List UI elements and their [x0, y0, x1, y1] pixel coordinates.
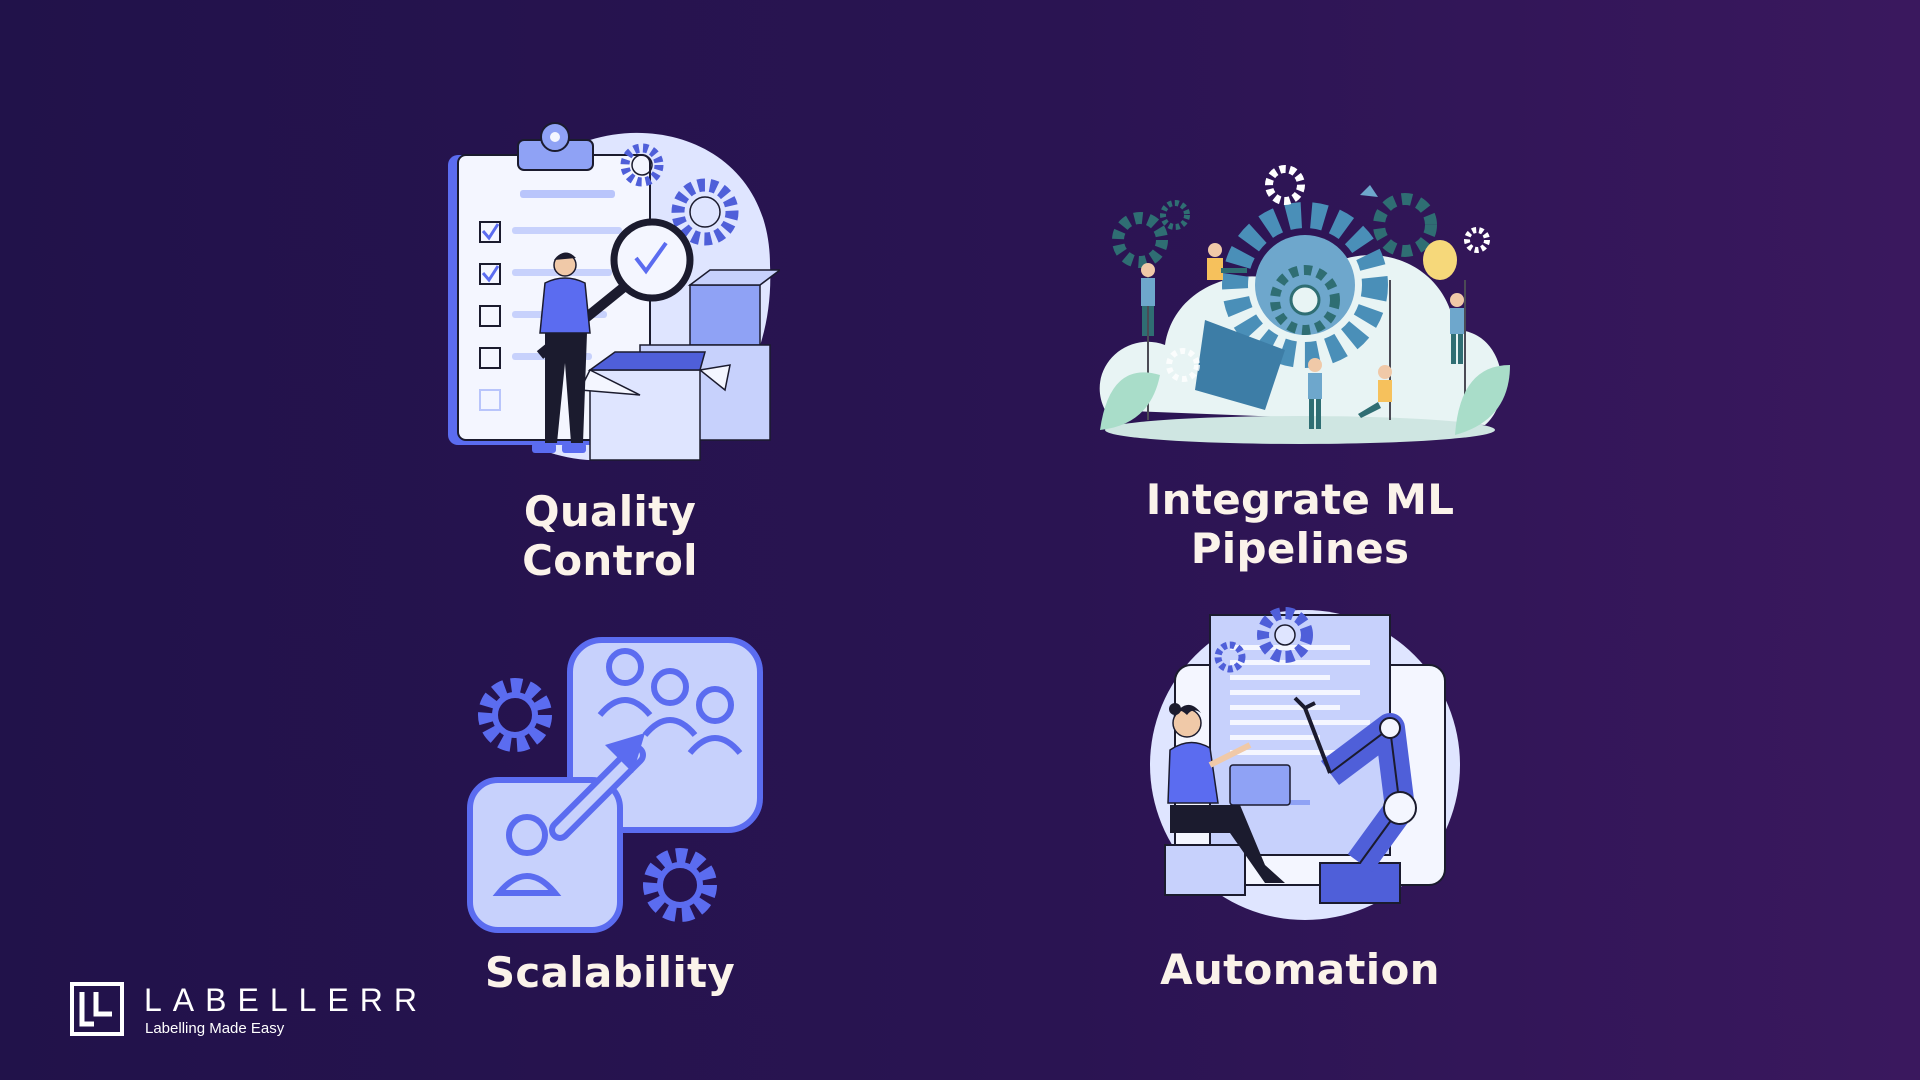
feature-ml-pipelines: Integrate ML Pipelines: [1060, 150, 1540, 573]
feature-quality-control: Quality Control: [440, 115, 780, 585]
robot-arm-icon: [1150, 607, 1460, 920]
gears-team-icon: [1099, 165, 1510, 444]
feature-label: Scalability: [484, 948, 736, 997]
brand-logo: LABELLERR Labelling Made Easy: [70, 982, 417, 1044]
feature-automation: Automation: [1110, 605, 1490, 1005]
brand-name: LABELLERR: [144, 982, 428, 1018]
feature-scalability: Scalability: [460, 635, 763, 1010]
scale-team-icon: [467, 637, 763, 933]
brand-tagline: Labelling Made Easy: [145, 1020, 285, 1037]
feature-label: Quality Control: [522, 487, 698, 585]
feature-label: Integrate ML Pipelines: [1145, 475, 1455, 573]
labellerr-logo-icon: [70, 982, 124, 1036]
feature-label: Automation: [1160, 945, 1440, 994]
clipboard-magnifier-icon: [448, 122, 780, 461]
